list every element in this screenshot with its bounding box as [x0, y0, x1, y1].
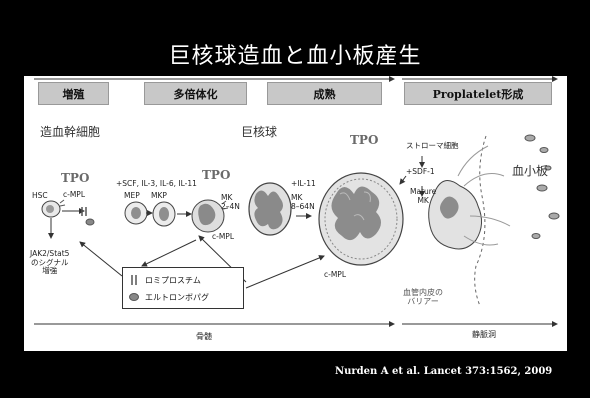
- label-jak-stat-line3: 増強: [42, 266, 58, 276]
- label-mk-2-4n-line2: 2–4N: [221, 201, 240, 211]
- label-cytokines: +SCF, IL-3, IL-6, IL-11: [116, 179, 197, 188]
- platelets: [524, 134, 560, 239]
- legend-label-eltrombopag: エルトロンボパグ: [145, 292, 209, 302]
- drug-legend: ロミプロスチム エルトロンボパグ: [122, 267, 244, 309]
- label-mk-2-4n-line1: MK: [221, 193, 233, 202]
- label-sinusoid: 静脈洞: [472, 330, 496, 339]
- label-hsc: HSC: [32, 191, 48, 200]
- mk-2-4n-cell: [191, 199, 229, 233]
- stage-maturation: 成熟: [267, 82, 382, 105]
- hsc-receptor: [59, 199, 66, 207]
- label-cmpl-3: c-MPL: [324, 270, 347, 279]
- stage-polyploidization: 多倍体化: [144, 82, 247, 105]
- mkp-cell: [152, 201, 176, 227]
- label-cmpl-1: c-MPL: [63, 190, 86, 199]
- mep-cell: [124, 201, 148, 225]
- label-tpo-2: TPO: [202, 168, 231, 182]
- proplatelet-cell: [428, 145, 511, 250]
- label-mk-8-64n-line1: MK: [291, 193, 303, 202]
- label-mk-8-64n-line2: 8–64N: [291, 201, 315, 211]
- legend-item-eltrombopag: エルトロンボパグ: [129, 291, 209, 303]
- mk-8-64n-cell: [248, 182, 292, 236]
- diagram-panel: 増殖 多倍体化 成熟 Proplatelet形成 造血幹細胞 巨核球 TPO T…: [24, 76, 567, 351]
- label-endothelial-line2: バリアー: [407, 297, 439, 307]
- mature-mk-cell: [318, 172, 404, 266]
- label-hsc-group: 造血幹細胞: [40, 125, 101, 139]
- stage-proplatelet: Proplatelet形成: [404, 82, 552, 105]
- romiplostim-icon: [131, 275, 137, 285]
- label-stromal: ストローマ細胞: [406, 141, 459, 150]
- label-mk-2-4n: MK 2–4N: [221, 193, 240, 211]
- stage-proliferation: 増殖: [38, 82, 109, 105]
- label-bone-marrow: 骨髄: [196, 332, 212, 341]
- label-cmpl-2: c-MPL: [212, 232, 235, 241]
- diagram-artwork: [34, 76, 560, 327]
- label-megakaryocyte: 巨核球: [241, 125, 278, 139]
- citation: Nurden A et al. Lancet 373:1562, 2009: [335, 366, 553, 377]
- label-mep: MEP: [124, 191, 140, 200]
- endothelial-barrier: [474, 135, 487, 307]
- label-mature-mk: Mature MK: [410, 187, 437, 205]
- label-mature-mk-line2: MK: [417, 195, 429, 205]
- eltrombopag-icon: [129, 293, 139, 301]
- label-jak-stat: JAK2/Stat5 のシグナル 増強: [30, 249, 70, 276]
- slide-title: 巨核球造血と血小板産生: [168, 44, 422, 69]
- label-platelets: 血小板: [512, 164, 549, 178]
- label-tpo-1: TPO: [61, 171, 90, 185]
- label-endothelial: 血管内皮の バリアー: [403, 288, 443, 306]
- label-sdf1: +SDF-1: [406, 167, 435, 176]
- label-tpo-3: TPO: [350, 133, 379, 147]
- label-mkp: MKP: [151, 191, 167, 200]
- label-endothelial-line1: 血管内皮の: [403, 288, 443, 297]
- label-il11: +IL-11: [291, 179, 316, 188]
- hsc-cell: [41, 200, 61, 218]
- legend-item-romiplostim: ロミプロスチム: [129, 274, 201, 286]
- legend-label-romiplostim: ロミプロスチム: [145, 275, 201, 285]
- label-jak-stat-line2: のシグナル: [30, 257, 69, 267]
- label-mk-8-64n: MK 8–64N: [291, 193, 315, 211]
- label-jak-stat-line1: JAK2/Stat5: [30, 249, 70, 258]
- cmpl-receptor-icon: [81, 207, 95, 226]
- label-mature-mk-line1: Mature: [410, 187, 437, 196]
